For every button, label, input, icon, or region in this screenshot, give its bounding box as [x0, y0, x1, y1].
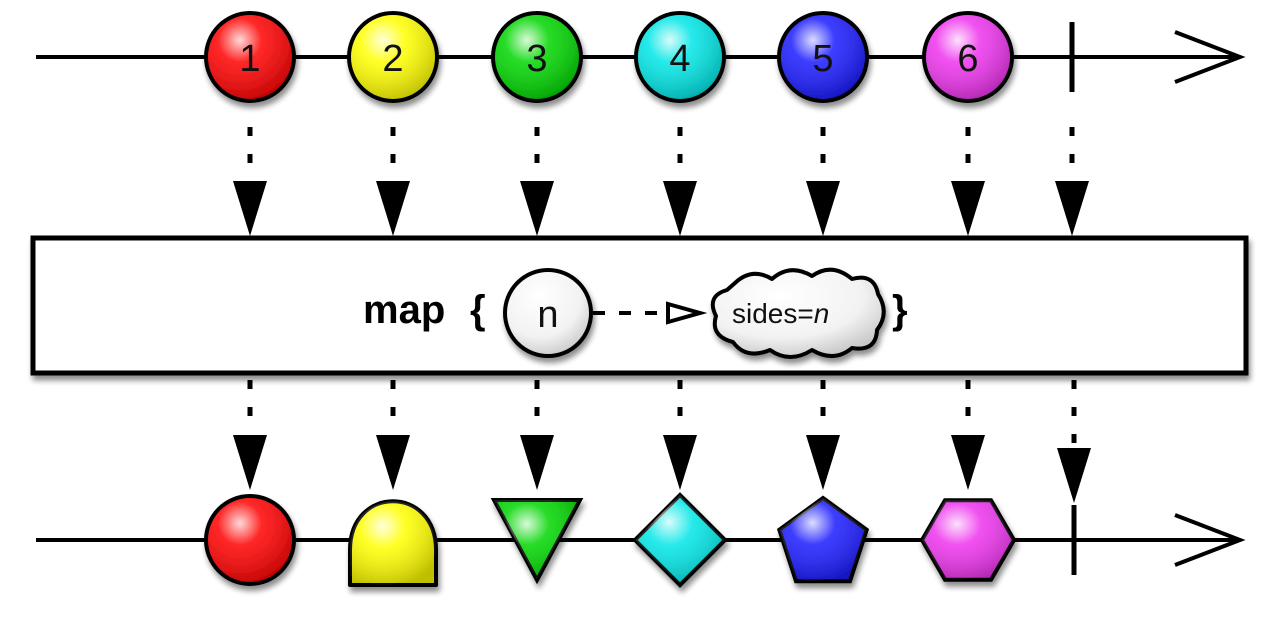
- output-shape-highlight: [494, 500, 580, 580]
- arrow-out-of-operator-arrowhead: [951, 435, 985, 490]
- operator-output-var: n: [814, 298, 830, 329]
- operator-input-symbol: n: [537, 294, 558, 336]
- arrow-out-of-operator-arrowhead: [376, 435, 410, 490]
- operator-keyword: map: [363, 288, 445, 332]
- input-marble-label: 1: [239, 38, 260, 80]
- input-marble: [777, 11, 869, 103]
- operator-input-circle: [503, 268, 593, 358]
- output-circle: [204, 494, 296, 586]
- input-marble: [491, 11, 583, 103]
- operator-output-cloud: [710, 267, 886, 359]
- output-shapes: [204, 492, 1017, 588]
- output-hexagon: [919, 498, 1017, 582]
- arrow-into-operator-arrowhead: [376, 181, 410, 236]
- operator-label: map { n sides=n }: [363, 267, 908, 359]
- arrow-into-operator-arrowhead: [663, 181, 697, 236]
- output-shape-highlight: [779, 498, 867, 582]
- arrow-out-of-operator-arrowhead: [806, 435, 840, 490]
- output-triangle: [490, 498, 584, 585]
- arrow-into-operator-arrowhead: [951, 181, 985, 236]
- input-marble: [634, 11, 726, 103]
- input-timeline-arrowhead: [1174, 30, 1246, 84]
- operator-output-expression: sides=n: [732, 298, 829, 329]
- output-diamond: [632, 492, 728, 588]
- input-marble-label: 4: [669, 38, 690, 80]
- input-marble-highlight: [926, 15, 1010, 99]
- operator-close-brace: }: [892, 288, 908, 332]
- output-shape-highlight: [635, 495, 725, 585]
- output-shape-highlight: [350, 501, 436, 585]
- input-marble-highlight: [495, 15, 579, 99]
- input-marble-label: 2: [382, 38, 403, 80]
- arrow-into-operator-arrowhead: [233, 181, 267, 236]
- arrows-out-of-operator: [233, 380, 1091, 503]
- output-shape-highlight: [208, 498, 292, 582]
- input-marble-label: 6: [957, 38, 978, 80]
- input-marble-highlight: [781, 15, 865, 99]
- output-timeline-arrowhead: [1174, 513, 1246, 567]
- completion-arrow-into-operator-arrowhead: [1055, 181, 1089, 236]
- input-marble-label: 3: [526, 38, 547, 80]
- operator-box: [30, 235, 1249, 376]
- input-marble-highlight: [638, 15, 722, 99]
- completion-arrow-out-of-operator-arrowhead: [1057, 448, 1091, 503]
- operator-output-prefix: sides=: [732, 298, 814, 329]
- input-marble: [922, 11, 1014, 103]
- arrows-into-operator: [233, 127, 1089, 236]
- input-marble-highlight: [351, 15, 435, 99]
- input-marbles: 1 2 3 4 5 6: [204, 11, 1014, 103]
- output-shape-highlight: [922, 500, 1014, 580]
- arrow-into-operator-arrowhead: [806, 181, 840, 236]
- operator-open-brace: {: [470, 288, 486, 332]
- operator-mapping-arrowhead: [666, 301, 708, 325]
- input-marble-label: 5: [812, 38, 833, 80]
- input-marble: [204, 11, 296, 103]
- arrow-into-operator-arrowhead: [520, 181, 554, 236]
- input-marble: [347, 11, 439, 103]
- output-dome: [348, 499, 438, 587]
- arrow-out-of-operator-arrowhead: [520, 435, 554, 490]
- arrow-out-of-operator-arrowhead: [663, 435, 697, 490]
- input-marble-highlight: [208, 15, 292, 99]
- output-pentagon: [776, 495, 870, 584]
- arrow-out-of-operator-arrowhead: [233, 435, 267, 490]
